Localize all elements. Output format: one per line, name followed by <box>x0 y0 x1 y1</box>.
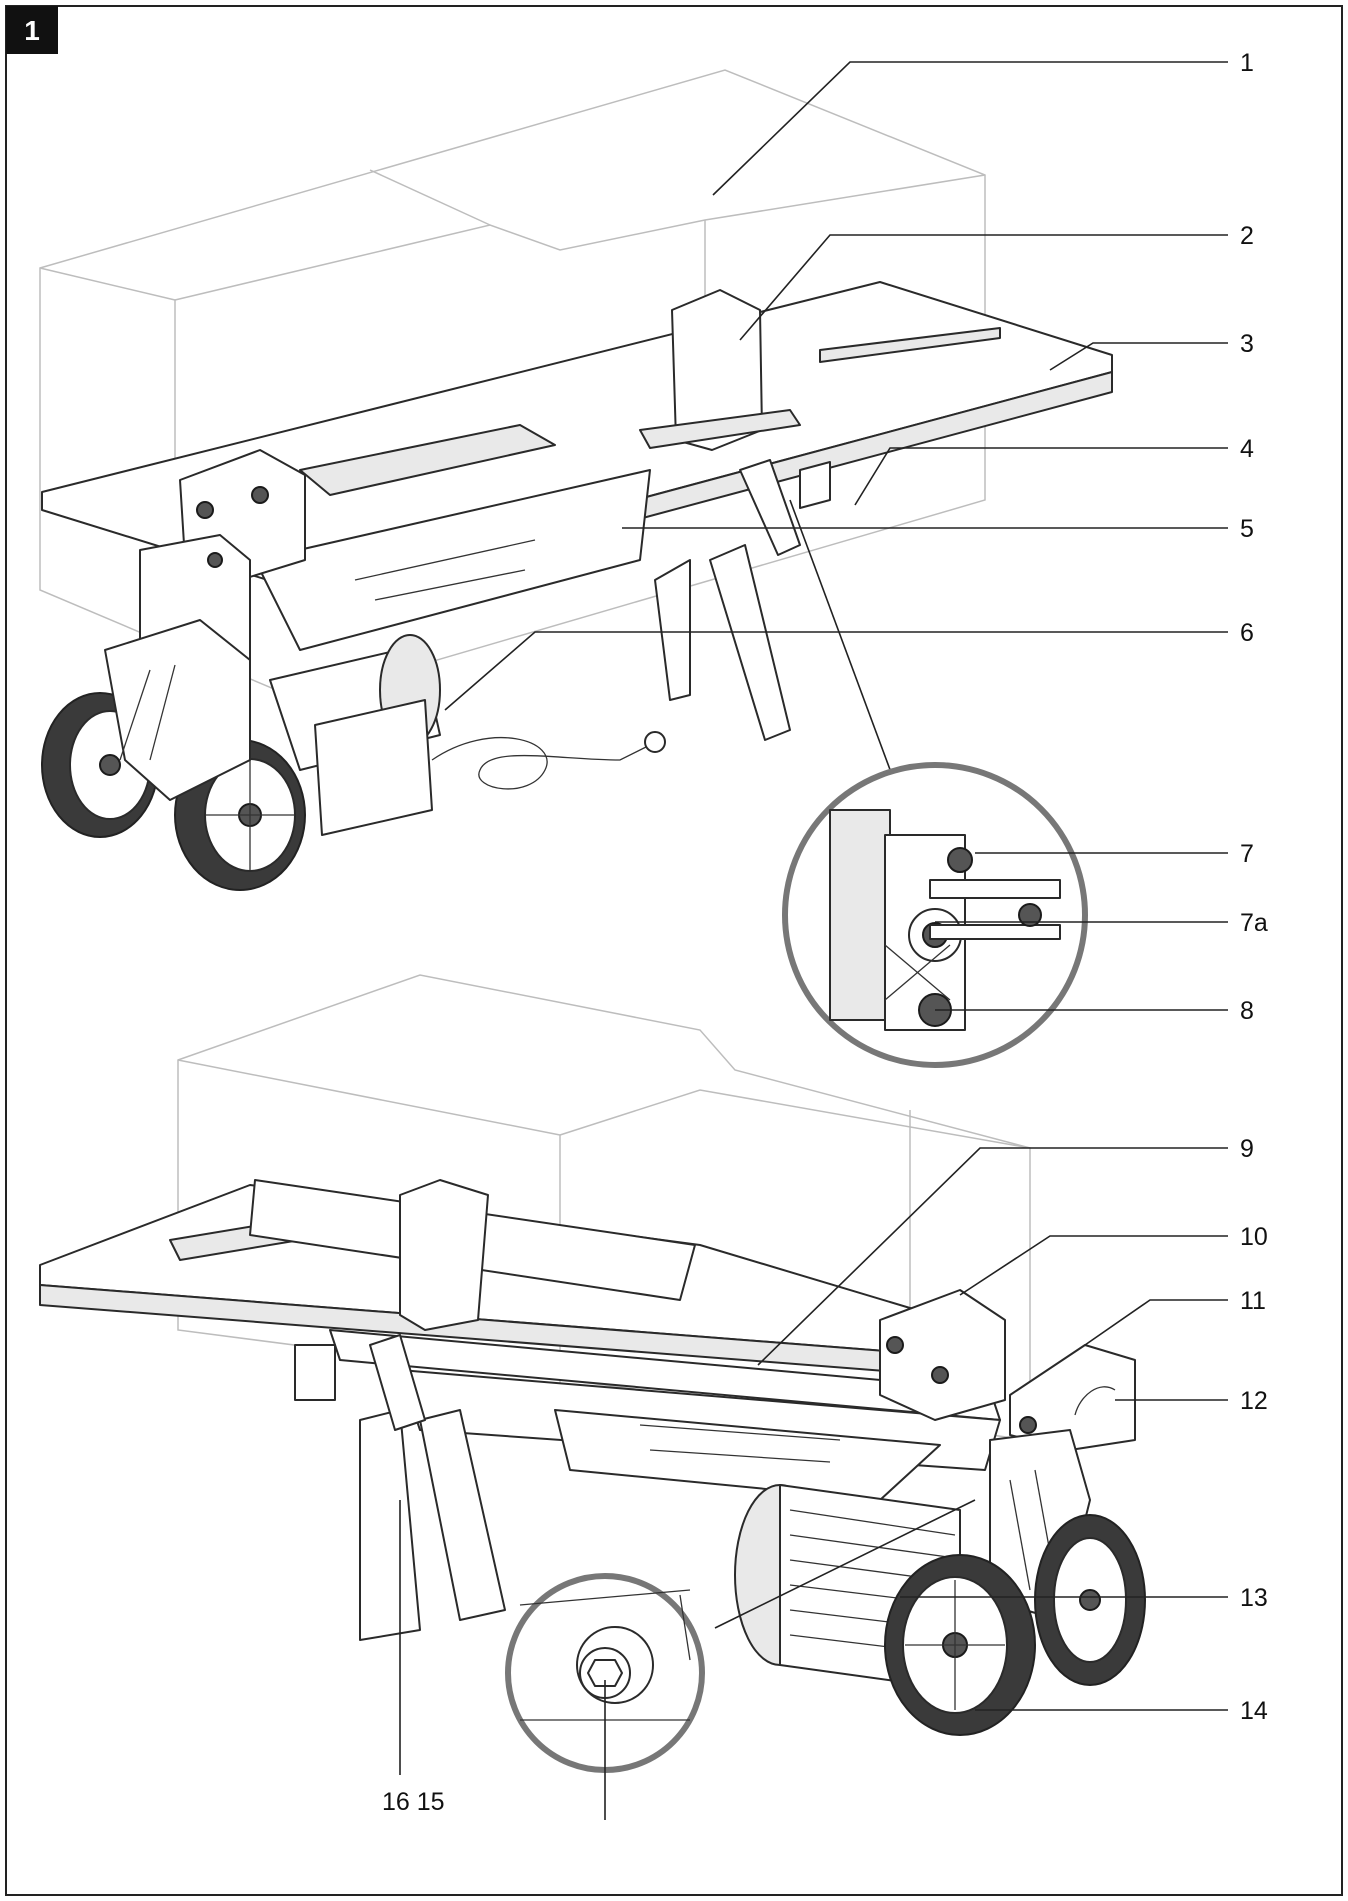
callout-4: 4 <box>1240 435 1254 463</box>
callout-5: 5 <box>1240 515 1254 543</box>
callout-3: 3 <box>1240 330 1254 358</box>
callout-labels: 1 2 3 4 5 6 7 7a 8 9 10 11 12 13 14 16 1… <box>382 49 1268 1816</box>
callout-1: 1 <box>1240 49 1254 77</box>
callout-8: 8 <box>1240 997 1254 1025</box>
callout-10: 10 <box>1240 1223 1268 1251</box>
figure-number: 1 <box>24 15 40 46</box>
callout-16-15: 16 15 <box>382 1788 445 1816</box>
bottom-view-illustration <box>39 974 1146 1736</box>
detail-valve-adjustment <box>782 762 1088 1068</box>
figure-frame <box>5 5 1343 1896</box>
callout-7: 7 <box>1240 840 1254 868</box>
leader-lines <box>399 61 1228 1820</box>
callout-13: 13 <box>1240 1584 1268 1612</box>
wheel-top-right <box>174 739 306 891</box>
figure-number-badge: 1 <box>6 6 58 54</box>
wheel-bottom-front <box>884 1554 1036 1736</box>
top-view-illustration <box>39 69 1113 891</box>
callout-2: 2 <box>1240 222 1254 250</box>
detail-hex-screw <box>505 1573 705 1773</box>
callout-7a: 7a <box>1240 909 1268 937</box>
callout-6: 6 <box>1240 619 1254 647</box>
wheel-bottom-rear <box>1034 1514 1146 1686</box>
callout-11: 11 <box>1240 1287 1266 1315</box>
callout-14: 14 <box>1240 1697 1268 1725</box>
callout-9: 9 <box>1240 1135 1254 1163</box>
callout-12: 12 <box>1240 1387 1268 1415</box>
